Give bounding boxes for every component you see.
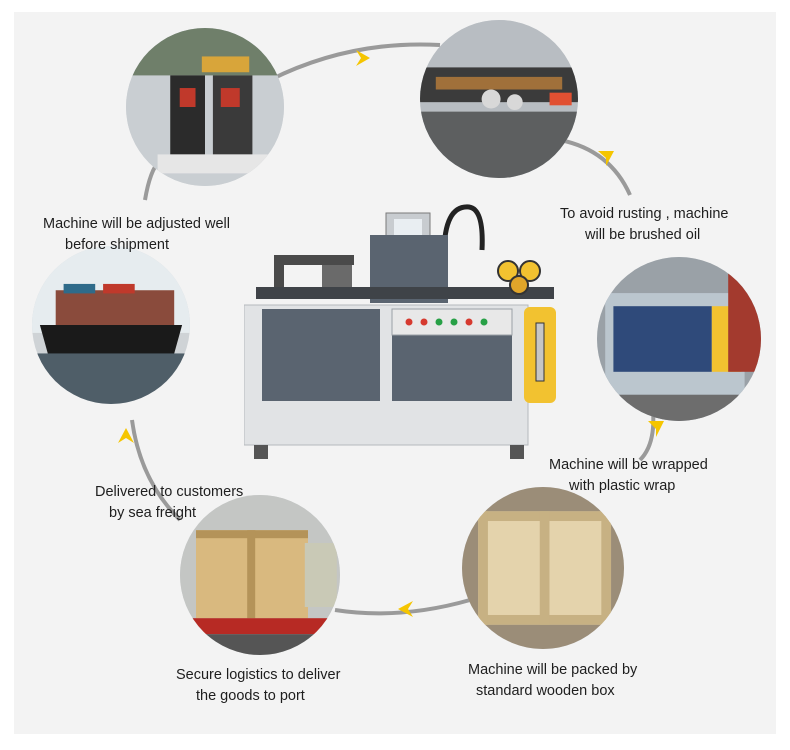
photo-logistics-truck <box>180 495 340 655</box>
caption-line-2: with plastic wrap <box>569 478 676 494</box>
caption-box: Machine will be packed by standard woode… <box>468 660 637 702</box>
caption-sea: Delivered to customers by sea freight <box>95 482 243 524</box>
caption-line-2: by sea freight <box>109 505 197 521</box>
photo-plastic-wrap <box>597 257 761 421</box>
caption-line-1: Machine will be adjusted well <box>43 216 230 232</box>
caption-line-2: before shipment <box>65 237 169 253</box>
caption-line-2: standard wooden box <box>476 683 615 699</box>
caption-line-1: Machine will be wrapped <box>549 457 708 473</box>
caption-line-1: Machine will be packed by <box>468 662 638 678</box>
photo-wooden-box <box>462 487 624 649</box>
caption-adjusted: Machine will be adjusted well before shi… <box>43 214 230 256</box>
arrow-right-icon <box>356 50 370 66</box>
photo-container-ship <box>32 246 190 404</box>
busbar-machine-illustration <box>244 204 556 459</box>
photo-machine-adjusted <box>126 28 284 186</box>
caption-line-1: Delivered to customers <box>95 484 244 500</box>
arrow-down-icon <box>598 151 664 437</box>
caption-line-2: the goods to port <box>196 688 305 704</box>
caption-wrap: Machine will be wrapped with plastic wra… <box>549 455 708 497</box>
caption-line-2: will be brushed oil <box>585 227 701 243</box>
caption-line-1: Secure logistics to deliver <box>176 667 341 683</box>
photo-brushed-oil <box>420 20 578 178</box>
arrow-up-icon <box>118 428 134 443</box>
caption-line-1: To avoid rusting , machine <box>560 206 729 222</box>
caption-oil: To avoid rusting , machine will be brush… <box>560 204 728 246</box>
arrow-left-icon <box>398 601 413 617</box>
caption-logistics: Secure logistics to deliver the goods to… <box>176 665 340 707</box>
